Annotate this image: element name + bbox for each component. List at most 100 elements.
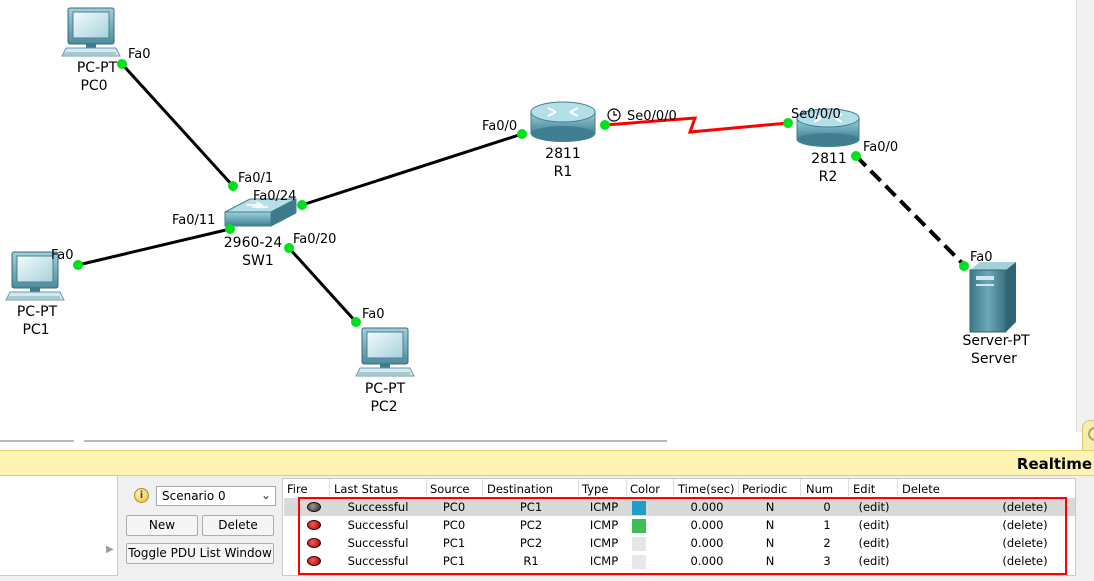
realtime-mode-tab[interactable]: [1082, 420, 1094, 452]
pdu-delete-link[interactable]: (delete): [1002, 536, 1048, 550]
pdu-source: PC1: [442, 536, 466, 550]
port-label-sw1-fa0-1: Fa0/1: [238, 171, 273, 186]
link-lights: [73, 59, 969, 327]
toggle-pdu-list-button[interactable]: Toggle PDU List Window: [126, 543, 274, 564]
col-fire[interactable]: Fire: [287, 482, 308, 496]
scenario-select[interactable]: Scenario 0 ⌄: [156, 486, 276, 506]
pdu-source: PC0: [442, 518, 466, 532]
vertical-scrollbar[interactable]: [1076, 0, 1094, 432]
link-r2-server[interactable]: [854, 154, 966, 267]
pdu-status: Successful: [347, 500, 409, 514]
port-label-pc0-fa0: Fa0: [128, 47, 151, 62]
pdu-num: 0: [823, 500, 831, 514]
link-light: [959, 261, 969, 271]
horizontal-scrollbar[interactable]: [0, 432, 1094, 450]
col-delete[interactable]: Delete: [902, 482, 940, 496]
device-list-pane[interactable]: ▶: [0, 476, 118, 576]
scenario-select-value: Scenario 0: [162, 489, 226, 503]
pdu-time: 0.000: [690, 554, 724, 568]
pdu-type: ICMP: [589, 554, 619, 568]
col-last-status[interactable]: Last Status: [334, 482, 399, 496]
pdu-edit-link[interactable]: (edit): [858, 518, 890, 532]
pdu-type: ICMP: [589, 500, 619, 514]
device-pc0-model: PC-PT: [77, 60, 118, 76]
device-server[interactable]: Server-PT Server: [962, 262, 1030, 367]
scenario-panel: ▶ i Scenario 0 ⌄ New Delete Toggle PDU L…: [0, 476, 1094, 581]
realtime-clock-icon: [1088, 427, 1094, 441]
pdu-color-swatch: [632, 537, 646, 551]
device-r1[interactable]: 2811 R1: [530, 101, 596, 180]
link-pc1-sw1[interactable]: [77, 227, 231, 267]
pdu-time: 0.000: [690, 500, 724, 514]
pdu-row[interactable]: Successful PC1 PC2 ICMP 0.000 N 2 (edit)…: [284, 534, 1075, 552]
col-destination[interactable]: Destination: [487, 482, 553, 496]
info-icon[interactable]: i: [134, 488, 149, 503]
col-time[interactable]: Time(sec): [678, 482, 735, 496]
pdu-destination: PC2: [519, 518, 543, 532]
col-periodic[interactable]: Periodic: [742, 482, 788, 496]
pdu-num: 3: [823, 554, 831, 568]
link-sw1-pc2[interactable]: [287, 246, 358, 324]
port-label-sw1-fa0-20: Fa0/20: [293, 232, 336, 247]
fire-icon[interactable]: [307, 520, 321, 530]
link-light: [600, 120, 610, 130]
link-light: [783, 118, 793, 128]
pdu-edit-link[interactable]: (edit): [858, 536, 890, 550]
chevron-down-icon: ⌄: [260, 488, 271, 502]
device-pc1-name: PC1: [22, 322, 49, 338]
link-light: [517, 129, 527, 139]
device-sw1[interactable]: 2960-24 SW1: [224, 198, 297, 269]
device-r1-model: 2811: [545, 146, 581, 162]
col-type[interactable]: Type: [582, 482, 609, 496]
link-light: [117, 59, 127, 69]
pdu-row[interactable]: Successful PC0 PC2 ICMP 0.000 N 1 (edit)…: [284, 516, 1075, 534]
device-server-model: Server-PT: [962, 333, 1030, 349]
fire-icon[interactable]: [307, 538, 321, 548]
logical-workspace[interactable]: PC-PT PC0 PC-PT PC1 PC-PT PC2 2960-24 SW…: [0, 0, 1076, 432]
device-pc1[interactable]: PC-PT PC1: [5, 251, 65, 338]
link-pc0-sw1[interactable]: [120, 62, 235, 188]
col-source[interactable]: Source: [430, 482, 470, 496]
device-pc0[interactable]: PC-PT PC0: [61, 7, 121, 94]
expand-arrow-icon[interactable]: ▶: [106, 544, 114, 555]
link-light: [73, 260, 83, 270]
fire-icon[interactable]: [307, 502, 321, 512]
delete-scenario-button[interactable]: Delete: [202, 515, 274, 536]
pdu-status: Successful: [347, 554, 409, 568]
port-label-server-fa0: Fa0: [970, 250, 993, 265]
port-label-sw1-fa0-24: Fa0/24: [253, 189, 296, 204]
device-r2[interactable]: 2811 R2: [796, 108, 860, 185]
device-pc1-model: PC-PT: [17, 304, 58, 320]
fire-icon[interactable]: [307, 556, 321, 566]
link-r1-r2-serial[interactable]: [604, 116, 789, 134]
realtime-bar: Realtime: [0, 450, 1094, 476]
col-num[interactable]: Num: [806, 482, 834, 496]
pdu-destination: PC1: [519, 500, 543, 514]
col-color[interactable]: Color: [630, 482, 661, 496]
pdu-source: PC1: [442, 554, 466, 568]
pdu-row[interactable]: Successful PC0 PC1 ICMP 0.000 N 0 (edit)…: [284, 498, 1075, 516]
device-pc2[interactable]: PC-PT PC2: [355, 327, 415, 415]
pdu-delete-link[interactable]: (delete): [1002, 518, 1048, 532]
col-edit[interactable]: Edit: [853, 482, 876, 496]
pdu-edit-link[interactable]: (edit): [858, 500, 890, 514]
link-sw1-r1[interactable]: [301, 132, 523, 207]
device-r2-name: R2: [819, 169, 838, 185]
port-label-r1-fa0-0: Fa0/0: [482, 119, 517, 134]
scrollbar-thumb[interactable]: [84, 440, 667, 442]
port-label-pc1-fa0: Fa0: [51, 248, 74, 263]
device-sw1-model: 2960-24: [224, 235, 283, 251]
topology-canvas[interactable]: PC-PT PC0 PC-PT PC1 PC-PT PC2 2960-24 SW…: [0, 0, 1076, 432]
clock-icon: [607, 108, 621, 122]
pdu-row[interactable]: Successful PC1 R1 ICMP 0.000 N 3 (edit) …: [284, 552, 1075, 570]
pdu-source: PC0: [442, 500, 466, 514]
pdu-time: 0.000: [690, 536, 724, 550]
pdu-status: Successful: [347, 536, 409, 550]
pdu-table-header: Fire Last Status Source Destination Type…: [283, 479, 1075, 496]
pdu-edit-link[interactable]: (edit): [858, 554, 890, 568]
pdu-delete-link[interactable]: (delete): [1002, 554, 1048, 568]
link-light: [351, 317, 361, 327]
pdu-delete-link[interactable]: (delete): [1002, 500, 1048, 514]
link-light: [851, 151, 861, 161]
new-scenario-button[interactable]: New: [126, 515, 198, 536]
